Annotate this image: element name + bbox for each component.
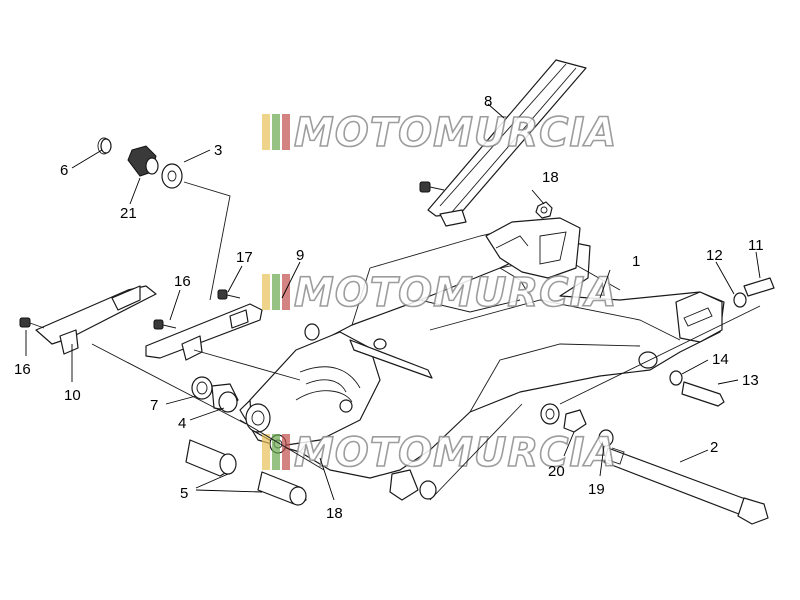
callout-5: 5 bbox=[180, 485, 188, 502]
callout-16-left: 16 bbox=[14, 361, 31, 378]
bearing bbox=[389, 469, 437, 501]
callout-8: 8 bbox=[484, 93, 492, 110]
callout-6: 6 bbox=[60, 162, 68, 179]
bushing bbox=[185, 439, 307, 506]
chain-guard-bracket bbox=[145, 303, 320, 361]
watermark-text: MOTOMURCIA bbox=[294, 110, 617, 156]
callout-18-top: 18 bbox=[542, 169, 559, 186]
callout-12: 12 bbox=[706, 247, 723, 264]
chain-guide bbox=[427, 59, 587, 227]
nut bbox=[535, 201, 553, 219]
callout-2: 2 bbox=[710, 439, 718, 456]
callout-17: 17 bbox=[236, 249, 253, 266]
callout-1: 1 bbox=[632, 253, 640, 270]
callout-21: 21 bbox=[120, 205, 137, 222]
screw bbox=[19, 317, 45, 329]
screw bbox=[419, 181, 445, 193]
watermark-text: MOTOMURCIA bbox=[294, 270, 617, 316]
screw bbox=[153, 319, 177, 330]
adjuster-bolt bbox=[733, 277, 775, 308]
callout-9: 9 bbox=[296, 247, 304, 264]
callout-4: 4 bbox=[178, 415, 186, 432]
watermark: MOTOMURCIA bbox=[262, 109, 617, 157]
flanged-bushing bbox=[540, 403, 614, 447]
screw bbox=[217, 289, 241, 300]
callout-20: 20 bbox=[548, 463, 565, 480]
callout-16-right: 16 bbox=[174, 273, 191, 290]
callout-7: 7 bbox=[150, 397, 158, 414]
leader-lines bbox=[25, 103, 761, 501]
callout-14: 14 bbox=[712, 351, 729, 368]
callout-3: 3 bbox=[214, 142, 222, 159]
pin bbox=[669, 370, 725, 407]
watermark-text: MOTOMURCIA bbox=[294, 430, 617, 476]
callout-19: 19 bbox=[588, 481, 605, 498]
callout-18-bottom: 18 bbox=[326, 505, 343, 522]
watermark: MOTOMURCIA bbox=[262, 429, 617, 477]
callout-11: 11 bbox=[748, 237, 764, 254]
bearing bbox=[191, 376, 239, 413]
callout-13: 13 bbox=[742, 372, 759, 389]
watermark: MOTOMURCIA bbox=[262, 269, 617, 317]
pivot-shaft bbox=[603, 447, 769, 525]
callout-labels: 1 2 3 4 5 6 7 8 9 10 11 12 13 14 16 16 1… bbox=[14, 93, 764, 522]
chain-guard-plate bbox=[35, 285, 157, 355]
pivot-bushing bbox=[97, 137, 183, 189]
callout-10: 10 bbox=[64, 387, 81, 404]
